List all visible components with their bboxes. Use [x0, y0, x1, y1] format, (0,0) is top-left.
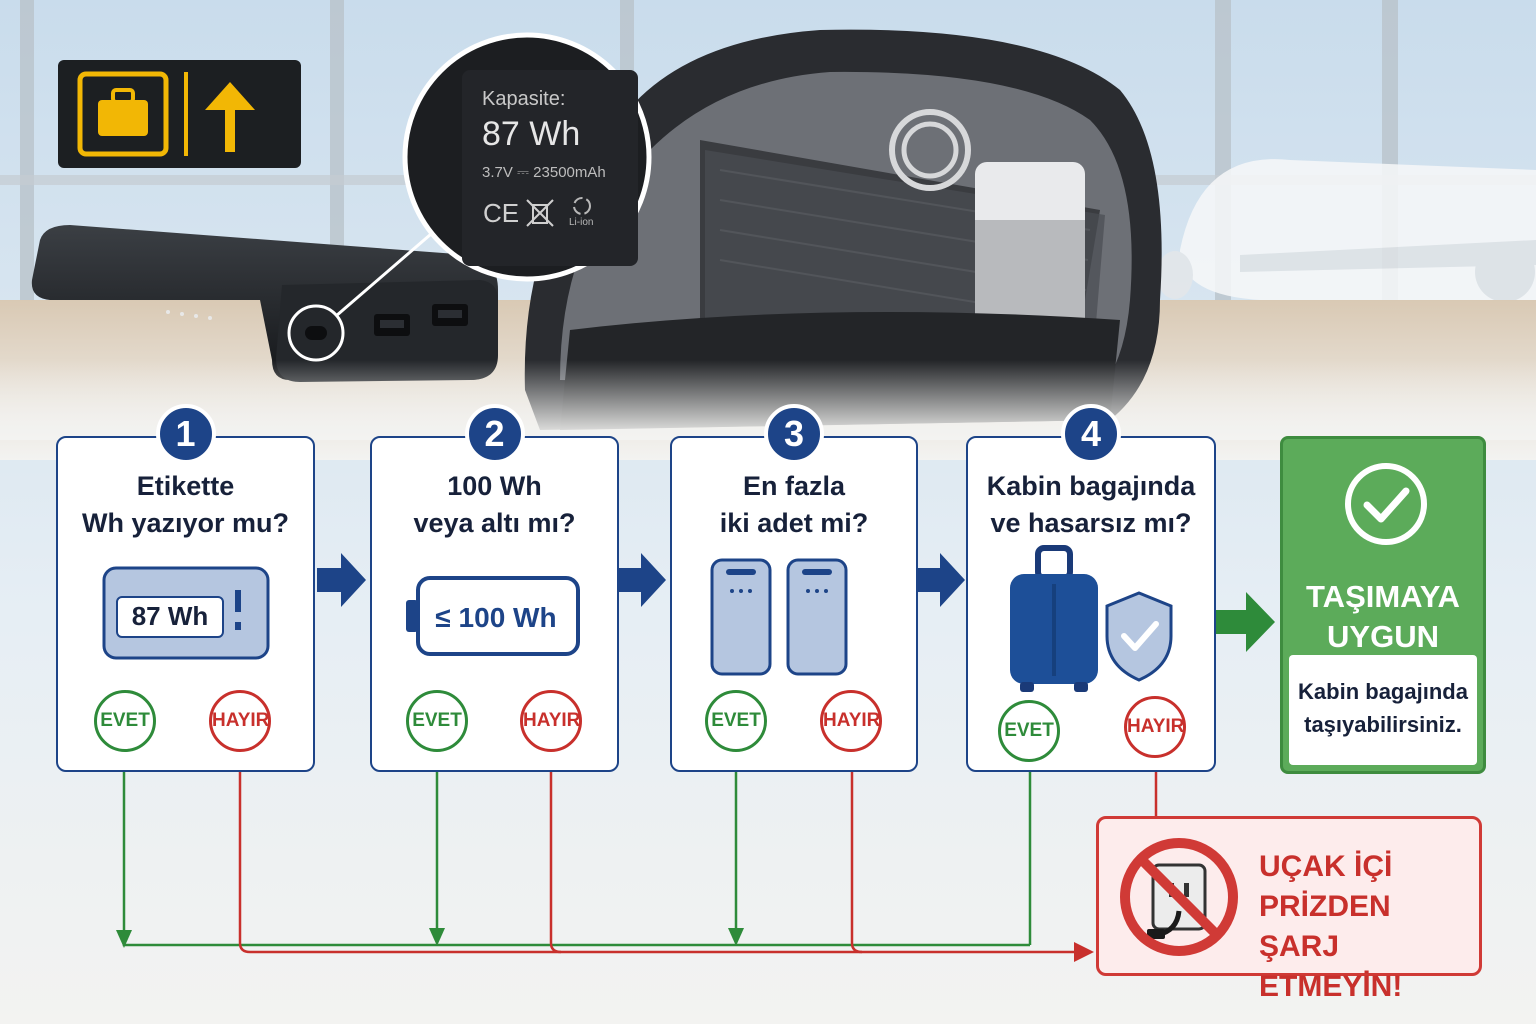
step-number: 2 — [464, 404, 525, 464]
step-3-yes-button[interactable]: EVET — [705, 690, 767, 752]
step-3-no-button[interactable]: HAYIR — [820, 690, 882, 752]
no-plug-icon — [1120, 838, 1238, 956]
power-bank-icon — [710, 558, 772, 676]
wh-display: 87 Wh — [116, 596, 224, 638]
airplane-icon — [1157, 159, 1536, 340]
usb-a-port-icon — [374, 314, 410, 336]
step-4-no-button[interactable]: HAYIR — [1124, 696, 1186, 758]
two-power-banks-icon — [710, 558, 848, 676]
wh-limit-text: ≤ 100 Wh — [435, 602, 557, 633]
warning-card: UÇAK İÇİ PRİZDEN ŞARJ ETMEYİN! — [1096, 816, 1482, 1003]
result-ok-card: TAŞIMAYA UYGUN Kabin bagajında taşıyabil… — [1280, 436, 1486, 774]
step-2-yes-button[interactable]: EVET — [406, 690, 468, 752]
recycle-icon — [573, 197, 591, 215]
step-4-yes-button[interactable]: EVET — [998, 700, 1060, 762]
step-number: 4 — [1061, 404, 1121, 464]
luggage-sign-icon — [77, 71, 169, 157]
li-ion-text: Li-ion — [569, 217, 594, 228]
step-question: Etikette Wh yazıyor mu? — [81, 471, 290, 538]
step-number: 1 — [155, 404, 216, 464]
suitcase-icon — [1010, 545, 1098, 692]
usb-a-port-icon — [432, 304, 468, 326]
capacity-title: Kapasite: — [482, 88, 566, 110]
step-question: Kabin bagajında ve hasarsız mı? — [986, 471, 1196, 538]
rating-text: 3.7V ⎓ 23500mAh — [482, 164, 606, 181]
warning-text: UÇAK İÇİ PRİZDEN ŞARJ ETMEYİN! — [1259, 850, 1403, 1003]
step-question: 100 Wh veya altı mı? — [413, 471, 576, 538]
step-number: 3 — [764, 404, 824, 464]
step-2-no-button[interactable]: HAYIR — [520, 690, 582, 752]
capacity-value: 87 Wh — [482, 115, 581, 153]
weee-bin-icon — [526, 199, 554, 227]
check-circle-icon — [1345, 463, 1427, 545]
result-arrow — [1216, 592, 1275, 652]
flow-arrowheads — [116, 928, 1094, 962]
up-arrow-icon — [205, 82, 255, 152]
ce-mark-icon: CE — [483, 198, 520, 228]
step-1-yes-button[interactable]: EVET — [94, 690, 156, 752]
airport-sign — [58, 60, 301, 168]
result-ok-text: Kabin bagajında taşıyabilirsiniz. — [1289, 655, 1477, 765]
battery-icon — [406, 576, 580, 656]
shield-check-icon — [1105, 591, 1173, 682]
power-bank — [31, 225, 499, 382]
label-callout — [402, 32, 652, 282]
result-ok-title: TAŞIMAYA UYGUN — [1306, 579, 1460, 654]
step-question: En fazla iki adet mi? — [719, 471, 869, 538]
step-arrows — [317, 553, 965, 607]
step-1-no-button[interactable]: HAYIR — [209, 690, 271, 752]
power-bank-icon — [786, 558, 848, 676]
